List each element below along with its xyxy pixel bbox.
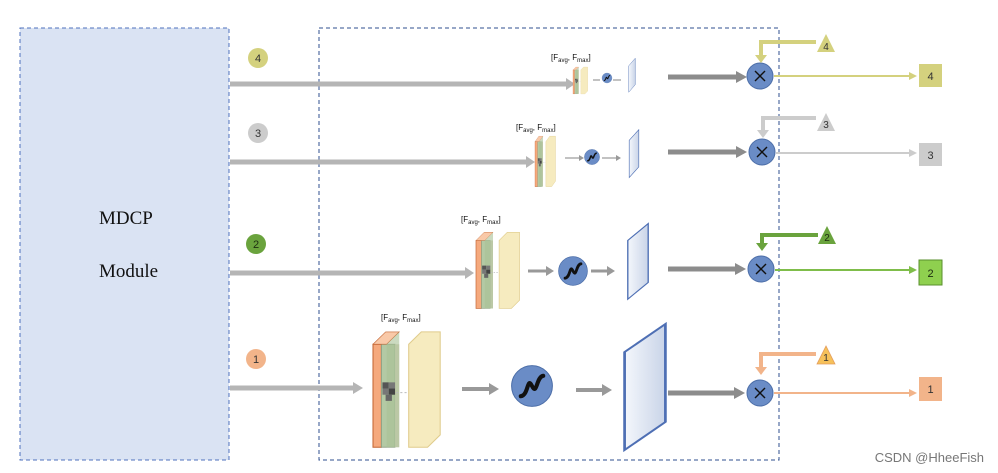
feature-map-3 [534,135,556,187]
watermark: CSDN @HheeFish [874,450,984,465]
output-box-1-label: 1 [927,384,933,396]
multiply-node-2 [747,255,775,283]
feedback-badge-3-label: 3 [823,120,829,131]
attention-map-2 [627,222,649,300]
feature-map-4 [572,66,588,95]
input-badge-2-label: 2 [253,239,259,251]
sigmoid-node-1 [512,366,553,407]
input-badge-1-label: 1 [253,354,259,366]
feedback-badge-4 [817,34,835,52]
multiply-node-3 [748,138,776,166]
feature-map-1 [372,331,441,448]
formula-4: [Favg, Fmax] [551,53,591,64]
input-badge-2 [246,234,266,254]
feature-map-2 [475,231,520,309]
sigmoid-node-3 [583,148,601,166]
multiply-node-4 [746,62,774,90]
sigmoid-node-4 [601,72,613,84]
attention-map-1 [623,322,667,452]
feedback-arrow-2 [760,233,818,244]
input-badge-3 [248,123,268,143]
attention-map-3 [628,129,640,178]
feedback-arrow-4 [759,40,816,56]
output-box-2 [918,259,943,286]
feedback-badge-4-label: 4 [823,42,829,53]
output-box-4-label: 4 [927,71,933,83]
sigmoid-node-2 [557,255,589,287]
branch-3: 3 [Favg, Fmax] 3 3 [230,113,942,187]
attention-frame [318,27,780,461]
module-title-line2: Module [99,261,159,282]
branch-2: 2 [Favg, Fmax] 2 2 [230,215,943,309]
mdcp-module-block [19,27,230,461]
formula-1: [Favg, Fmax] [381,313,421,324]
input-badge-3-label: 3 [255,128,261,140]
branch-1: 1 [Favg, Fmax] 1 1 [230,313,942,452]
input-badge-4-label: 4 [255,53,261,65]
feedback-arrow-3 [761,116,816,131]
input-badge-4 [248,48,268,68]
input-badge-1 [246,349,266,369]
feedback-arrow-1 [759,352,816,368]
output-box-2-label: 2 [927,268,933,280]
attention-map-4 [628,58,636,93]
formula-3: [Favg, Fmax] [516,123,556,134]
branch-4: 4 [Favg, Fmax] 4 4 [230,34,942,95]
feedback-badge-3 [817,113,835,131]
module-title-line1: MDCP [99,208,153,229]
feedback-badge-2-label: 2 [824,233,830,244]
output-box-3-label: 3 [927,150,933,162]
multiply-node-1 [746,379,774,407]
output-box-1 [919,377,942,401]
output-box-3 [919,143,942,166]
formula-2: [Favg, Fmax] [461,215,501,226]
feedback-badge-1-label: 1 [823,353,829,364]
feedback-badge-2 [818,226,836,244]
feedback-badge-1 [816,345,836,365]
output-box-4 [919,64,942,87]
